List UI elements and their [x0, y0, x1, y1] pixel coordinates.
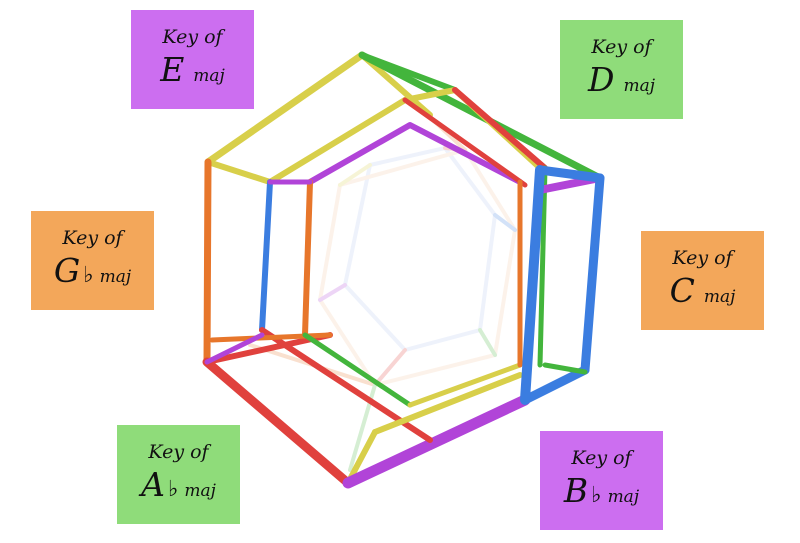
- key-card-name: A ♭ maj: [141, 464, 216, 509]
- key-root-note: C: [669, 270, 695, 310]
- edge-top-connector: [359, 52, 433, 118]
- faint-mid-hexagon: [317, 147, 518, 388]
- key-card-heading: Key of: [62, 226, 123, 249]
- key-mode: maj: [193, 65, 225, 86]
- key-root-note: A: [141, 464, 165, 504]
- flat-sign: ♭: [83, 262, 94, 288]
- edge-right-inner: [520, 165, 545, 405]
- key-card-heading: Key of: [162, 25, 223, 48]
- key-card-name: G ♭ maj: [53, 250, 132, 295]
- faint-edge: [493, 213, 517, 232]
- key-root-note: G: [53, 250, 81, 290]
- key-root-note: D: [588, 59, 615, 99]
- flat-sign: ♭: [591, 482, 602, 508]
- edge-bottom-connector: [345, 429, 378, 486]
- edge-inner-ring-left: [302, 179, 313, 338]
- key-card-heading: Key of: [672, 246, 733, 269]
- edge-inner-ring-bottom-left: [302, 332, 413, 408]
- key-mode: maj: [703, 286, 736, 307]
- faint-inner-hexagon: [342, 145, 498, 353]
- edge-mid-ring-top-inner: [452, 87, 548, 171]
- edge-outer-top-left: [204, 51, 366, 166]
- edge-inner-ring-right-green: [537, 165, 548, 368]
- key-mode: maj: [623, 75, 655, 96]
- key-root-note: E: [160, 49, 185, 89]
- faint-edge: [338, 163, 372, 187]
- key-mode: maj: [607, 486, 640, 507]
- edge-right-mid-green: [542, 362, 588, 375]
- edge-outer-left: [203, 158, 212, 366]
- faint-edge: [373, 348, 407, 387]
- edge-outer-bottom: [342, 394, 531, 489]
- key-root-note: B: [563, 470, 589, 510]
- edge-right-inner-top: [535, 165, 605, 183]
- key-card-b-flat-major: Key of B ♭ maj: [540, 431, 663, 530]
- key-card-heading: Key of: [591, 35, 652, 58]
- edge-mid-ring-left-purple: [204, 332, 265, 365]
- key-card-d-major: Key of D maj: [560, 20, 683, 119]
- key-card-name: D maj: [588, 59, 655, 104]
- key-card-c-major: Key of C maj: [641, 231, 764, 330]
- key-card-name: E maj: [160, 49, 225, 94]
- edge-mid-ring-left: [259, 179, 273, 333]
- key-card-a-flat-major: Key of A ♭ maj: [117, 425, 240, 524]
- edge-inner-ring-top: [307, 122, 523, 185]
- faint-edge: [318, 283, 347, 302]
- faint-edge: [478, 328, 497, 357]
- key-card-heading: Key of: [571, 446, 632, 469]
- edge-left-connector: [205, 159, 273, 185]
- edge-outer-bottom-left: [202, 357, 353, 488]
- edge-inner-ring-top-red: [402, 97, 528, 188]
- key-card-g-flat-major: Key of G ♭ maj: [31, 211, 154, 310]
- edge-right-outer-bottom: [520, 365, 590, 405]
- key-mode: maj: [184, 480, 216, 501]
- edge-inner-ring-bottom: [407, 362, 523, 408]
- key-card-heading: Key of: [148, 440, 209, 463]
- flat-sign: ♭: [167, 476, 179, 502]
- edge-mid-ring-bottom: [372, 372, 523, 435]
- edge-right-outer: [580, 173, 605, 375]
- key-card-name: C maj: [669, 270, 736, 315]
- key-card-name: B ♭ maj: [563, 470, 640, 515]
- key-card-e-major: Key of E maj: [131, 10, 254, 109]
- key-mode: maj: [99, 266, 132, 287]
